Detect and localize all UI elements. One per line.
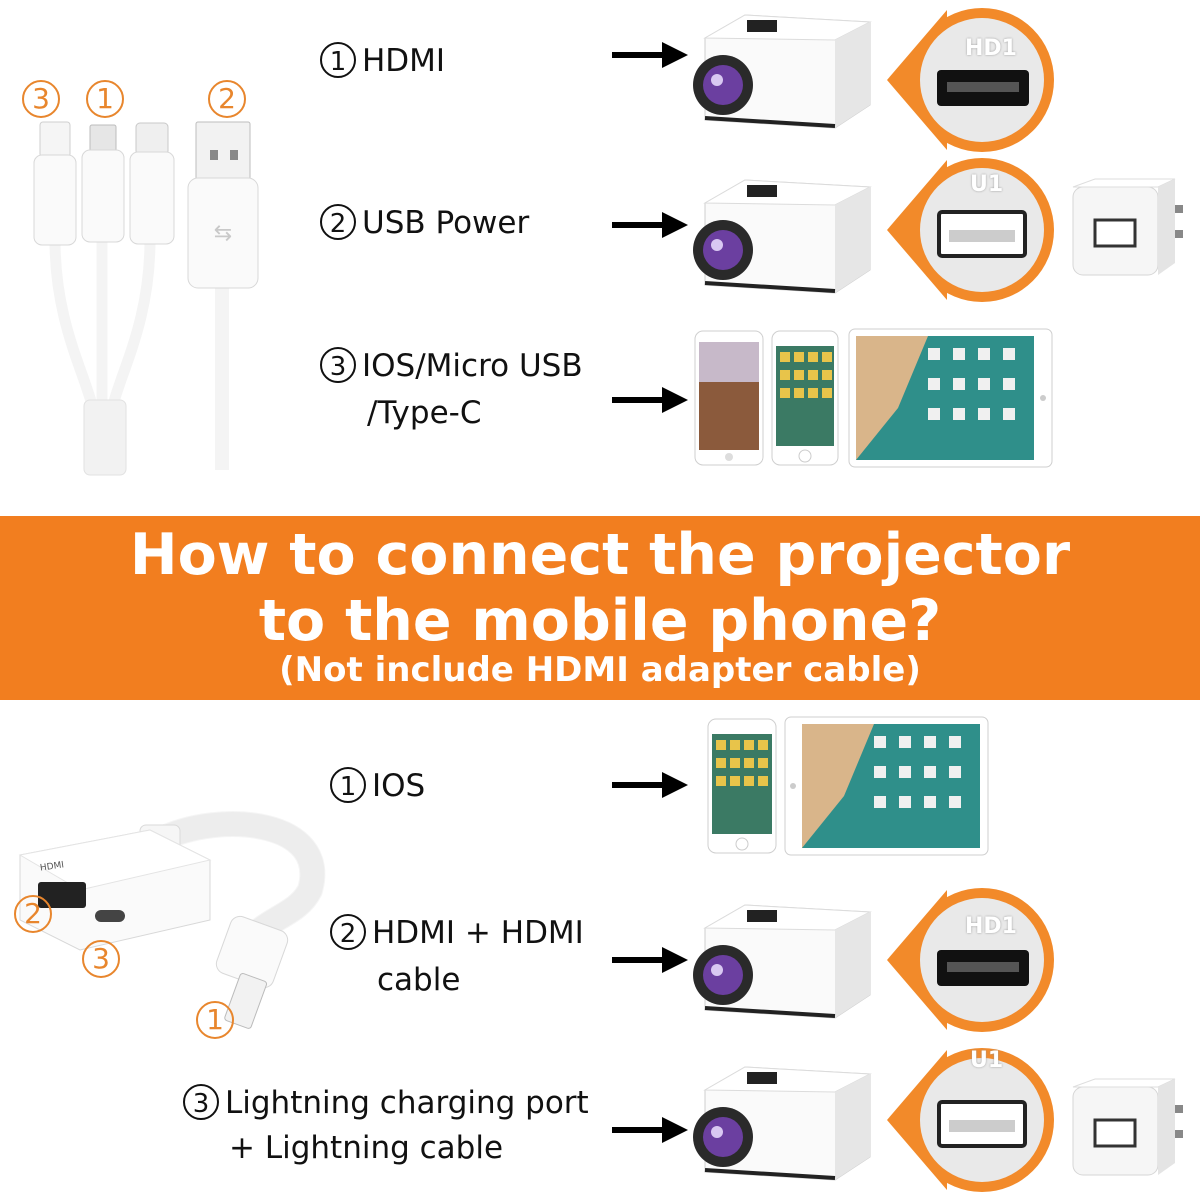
step-number: 2 [330, 913, 366, 950]
banner-title-line1: How to connect the projector [129, 522, 1071, 588]
step-number: 1 [330, 766, 366, 803]
step-number: 3 [320, 346, 356, 383]
adapter-port-number-charging: 3 [82, 940, 120, 978]
step-text: USB Power [362, 205, 530, 241]
step-number: 1 [320, 41, 356, 78]
banner-title-line2: to the mobile phone? [258, 588, 942, 654]
phone-image [694, 330, 764, 466]
step-text: Lightning charging port [225, 1085, 589, 1121]
projector-image [693, 14, 872, 129]
bottom-step-hdmi-cable-line2: cable [377, 962, 461, 998]
tablet-image [848, 328, 1053, 468]
phone-image [771, 330, 839, 466]
three-in-one-cable-graphic: ⇆ [33, 121, 259, 476]
projector-image [693, 1066, 872, 1181]
cable-port-number-micro: 1 [86, 80, 124, 118]
step-text: IOS [372, 768, 426, 804]
arrow-icon [612, 387, 688, 413]
arrow-icon [612, 212, 688, 238]
tablet-image [784, 716, 989, 856]
adapter-port-number-lightning: 1 [196, 1001, 234, 1039]
adapter-port-number-hdmi: 2 [14, 895, 52, 933]
arrow-icon [612, 1117, 688, 1143]
hdmi-port-label: HD1 [965, 36, 1017, 61]
top-step-ios-micro-usb-line2: /Type-C [367, 395, 482, 431]
banner-subtitle: (Not include HDMI adapter cable) [279, 650, 921, 690]
port-callout-graphic [887, 158, 1054, 302]
step-text: IOS/Micro USB [362, 348, 583, 384]
svg-text:⇆: ⇆ [214, 221, 232, 246]
port-callout-graphic [887, 8, 1054, 152]
usb-charger-image [1072, 178, 1183, 276]
hdmi-port-label: HD1 [965, 914, 1017, 939]
projector-image [693, 179, 872, 294]
lightning-hdmi-adapter-graphic [18, 811, 326, 1029]
arrow-icon [612, 947, 688, 973]
port-callout-graphic [887, 888, 1054, 1032]
usb-charger-image [1072, 1078, 1183, 1176]
usb-port-label: U1 [970, 172, 1004, 197]
phone-image [707, 718, 777, 854]
arrow-icon [612, 42, 688, 68]
bottom-step-lightning-line2: + Lightning cable [229, 1130, 504, 1166]
cable-port-number-usb: 2 [208, 80, 246, 118]
cable-port-number-lightning: 3 [22, 80, 60, 118]
step-text: HDMI [362, 43, 446, 79]
title-banner [0, 516, 1200, 700]
step-number: 3 [183, 1083, 219, 1120]
arrow-icon [612, 772, 688, 798]
port-callout-graphic [887, 1048, 1054, 1192]
projector-image [693, 904, 872, 1019]
usb-port-label: U1 [970, 1048, 1004, 1073]
step-text: HDMI + HDMI [372, 915, 584, 951]
step-number: 2 [320, 203, 356, 240]
